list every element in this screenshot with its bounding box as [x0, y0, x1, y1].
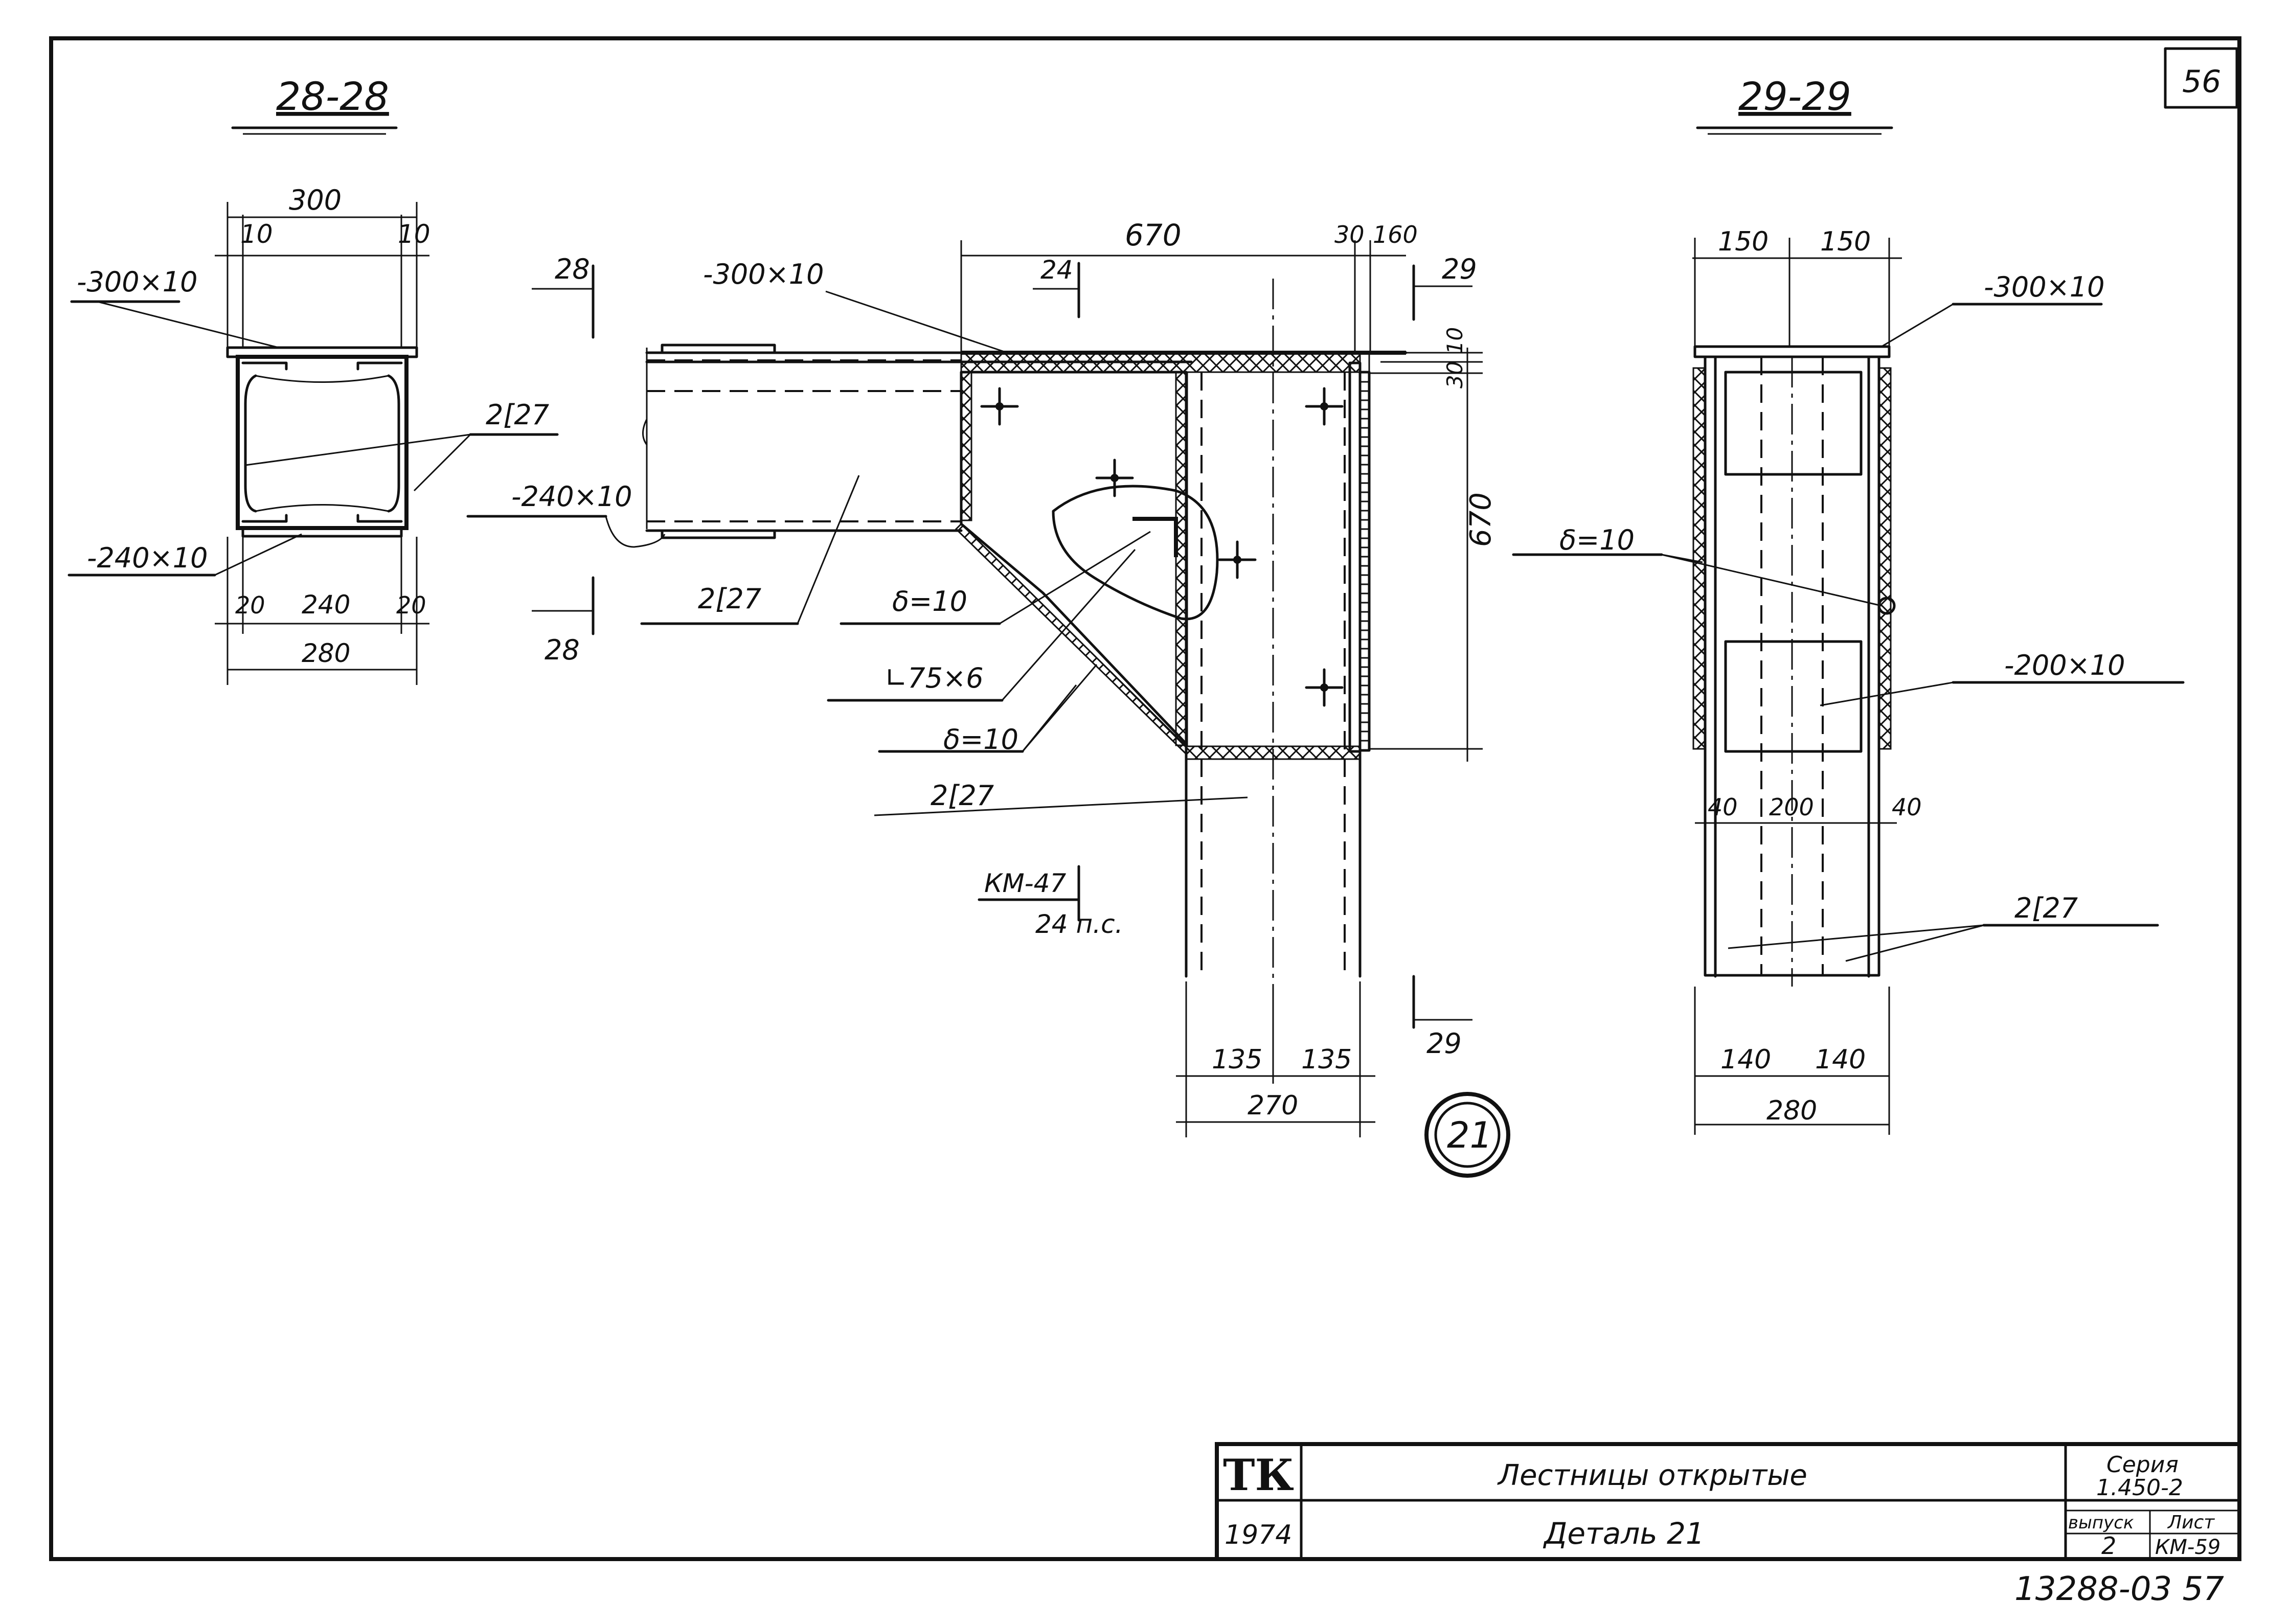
label-29-delta: δ=10 — [1559, 524, 1635, 556]
dim-detail-24: 24 — [1040, 255, 1073, 285]
label-detail-ref-km: КМ-47 — [984, 868, 1066, 898]
label-28-bottom-plate: -240×10 — [87, 542, 208, 574]
title-sheet-label: Лист — [2167, 1512, 2215, 1533]
dim-28-bottom-left: 20 — [235, 591, 265, 619]
dim-28-right-gap: 10 — [398, 219, 430, 249]
dim-detail-right-height: 670 — [1464, 492, 1498, 547]
cut-28-top: 28 — [555, 253, 590, 285]
detail-mark-circle — [1424, 1092, 1510, 1178]
main-detail: 28 28 29 29 — [466, 218, 1510, 1178]
dim-detail-160: 160 — [1373, 221, 1418, 248]
cut-29-top: 29 — [1442, 253, 1477, 285]
dim-28-bottom-right: 20 — [396, 591, 426, 619]
title-issue-label: выпуск — [2068, 1513, 2134, 1533]
dim-29-bot-right: 140 — [1815, 1044, 1866, 1075]
sheet-number: 56 — [2182, 64, 2221, 100]
dim-29-bot-left: 140 — [1720, 1044, 1771, 1075]
cut-28-bottom: 28 — [545, 634, 580, 666]
label-29-top-plate: -300×10 — [1984, 271, 2105, 303]
title-sheet-value: КМ-59 — [2155, 1536, 2220, 1559]
dim-29-bot-total: 280 — [1766, 1095, 1817, 1126]
dim-detail-135b: 135 — [1301, 1044, 1352, 1075]
section-29-title: 29-29 — [1738, 74, 1851, 119]
dim-detail-30-10: 30 10 — [1442, 327, 1467, 388]
dim-detail-30: 30 — [1334, 221, 1365, 248]
section-29-29: 29-29 150 150 -300×10 δ=10 — [1512, 74, 2185, 1135]
label-detail-top-plate: -300×10 — [703, 258, 824, 290]
detail-mark: 21 — [1447, 1114, 1492, 1156]
dim-29-mid-center: 200 — [1769, 793, 1814, 821]
dim-28-bottom-mid: 240 — [302, 590, 350, 620]
dim-28-bottom-total: 280 — [302, 638, 350, 668]
title-series-label: Серия — [2106, 1452, 2179, 1478]
label-detail-ref-sheet: 24 п.с. — [1035, 909, 1123, 939]
label-29-channel: 2[27 — [2014, 892, 2078, 924]
dim-29-top-right: 150 — [1820, 226, 1871, 257]
dim-29-mid-right: 40 — [1892, 793, 1922, 821]
dim-29-mid-left: 40 — [1708, 793, 1738, 821]
section-28-28: 28-28 300 10 10 -300×10 2[27 -240×10 — [67, 74, 559, 685]
label-detail-beam-channel: 2[27 — [698, 583, 761, 615]
label-detail-delta-1: δ=10 — [892, 585, 967, 617]
title-block: ТК 1974 Лестницы открытые Деталь 21 Сери… — [1215, 1442, 2241, 1561]
label-28-top-plate: -300×10 — [77, 266, 198, 298]
sheet-frame — [49, 36, 2241, 1561]
title-issue-value: 2 — [2101, 1532, 2116, 1560]
dim-28-top: 300 — [289, 184, 342, 216]
title-series-value: 1.450-2 — [2096, 1475, 2183, 1501]
label-detail-column-channel: 2[27 — [931, 780, 994, 812]
dim-28-left-gap: 10 — [240, 219, 273, 249]
label-28-channel: 2[27 — [486, 399, 549, 431]
dim-detail-top-width: 670 — [1125, 218, 1182, 253]
cut-29-bottom: 29 — [1426, 1027, 1462, 1060]
title-sub: Деталь 21 — [1543, 1516, 1705, 1551]
dim-detail-135a: 135 — [1212, 1044, 1262, 1075]
section-28-title: 28-28 — [276, 74, 389, 119]
dim-29-top-left: 150 — [1718, 226, 1769, 257]
label-detail-angle: ∟75×6 — [885, 662, 984, 694]
label-29-side-plate: -200×10 — [2004, 649, 2125, 681]
title-main: Лестницы открытые — [1497, 1459, 1807, 1492]
title-logo: ТК — [1223, 1450, 1294, 1500]
dim-detail-270: 270 — [1248, 1090, 1298, 1121]
title-year: 1974 — [1225, 1520, 1292, 1550]
sheet-number-box — [2164, 47, 2238, 109]
label-detail-bottom-plate: -240×10 — [511, 481, 632, 513]
doc-number: 13288-03 57 — [2014, 1570, 2224, 1608]
